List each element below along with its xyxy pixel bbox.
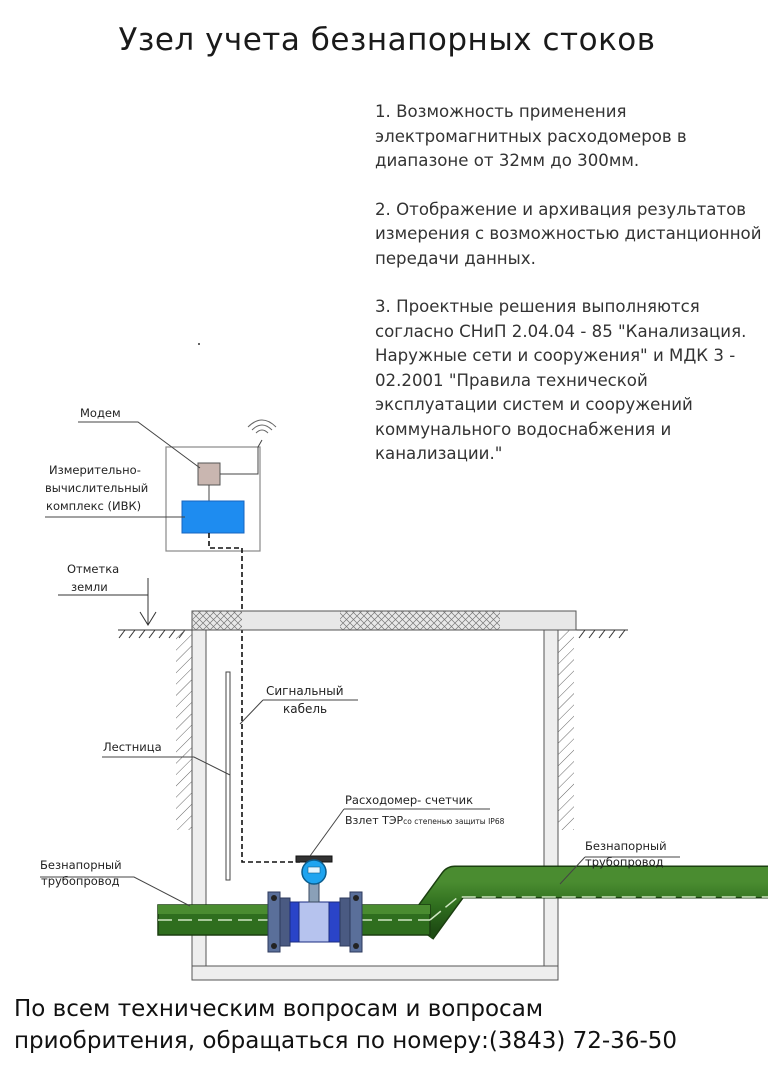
note-2: 2. Отображение и архивация результатов и… xyxy=(375,199,762,268)
label-cable-2: кабель xyxy=(283,702,327,716)
ladder xyxy=(225,671,231,881)
flowmeter xyxy=(267,855,363,953)
label-modem: Модем xyxy=(80,406,121,420)
ivk-box xyxy=(181,500,245,534)
label-ivk-3: комплекс (ИВК) xyxy=(46,499,141,513)
label-ivk-1: Измерительно- xyxy=(49,463,141,477)
modem-box xyxy=(197,462,221,486)
chamber-floor xyxy=(191,965,559,981)
ground-level-marker xyxy=(58,578,157,626)
label-ivk-2: вычислительный xyxy=(45,481,148,495)
label-pipe-left-2: трубопровод xyxy=(41,874,120,888)
label-cable-1: Сигнальный xyxy=(266,684,344,698)
contact-footer: По всем техническим вопросам и вопросам … xyxy=(14,993,764,1057)
pipe-right xyxy=(407,867,768,939)
label-meter: Расходомер- счетчик xyxy=(345,793,473,807)
footer-line-2: приобритения, обращаться по номеру:(3843… xyxy=(14,1028,678,1054)
soil-right xyxy=(558,630,574,830)
leader-lines xyxy=(40,421,680,907)
signal-cable xyxy=(208,533,300,863)
label-ground-2: земли xyxy=(71,580,108,594)
flange-right-outer xyxy=(349,891,363,953)
page-title: Узел учета безнапорных стоков xyxy=(118,22,656,58)
notes-block: 1. Возможность применения электромагнитн… xyxy=(375,100,770,491)
label-ladder: Лестница xyxy=(103,740,162,754)
label-meter-model: Взлет ТЭРсо степенью защиты IP68 xyxy=(345,814,505,827)
label-pipe-right-2: трубопровод xyxy=(585,855,664,869)
label-pipe-left-1: Безнапорный xyxy=(40,858,122,872)
cabinet-enclosure xyxy=(165,446,261,552)
label-pipe-right-1: Безнапорный xyxy=(585,839,667,853)
label-ground-1: Отметка xyxy=(67,562,119,576)
soil-left xyxy=(176,630,192,830)
antenna-icon xyxy=(247,419,277,434)
stray-dot xyxy=(198,343,200,345)
chamber-wall-right xyxy=(543,629,559,981)
antenna-line xyxy=(220,439,263,475)
note-3: 3. Проектные решения выполняются согласн… xyxy=(375,297,747,463)
note-1: 1. Возможность применения электромагнитн… xyxy=(375,102,687,170)
footer-line-1: По всем техническим вопросам и вопросам xyxy=(14,996,544,1022)
